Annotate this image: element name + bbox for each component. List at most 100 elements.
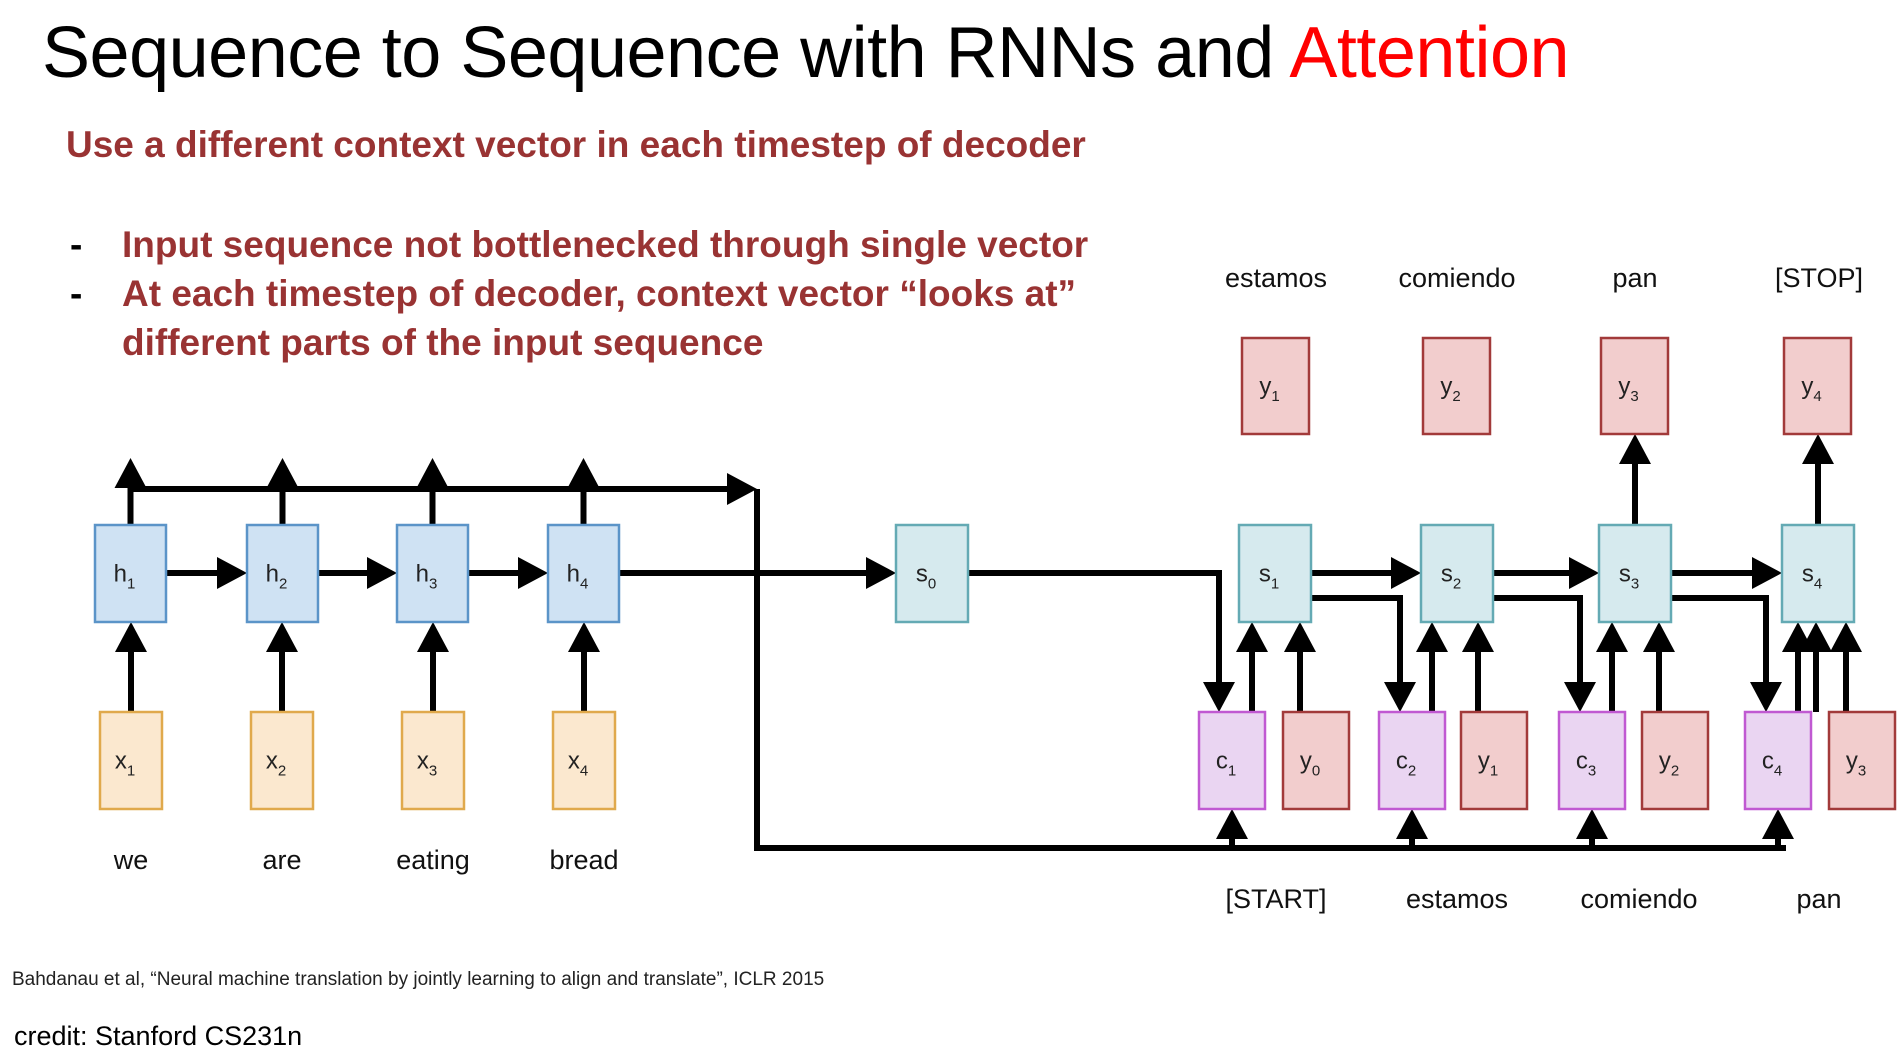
context-vector-1-label: c1 [1216,748,1236,780]
bullet-item: different parts of the input sequence [70,318,1088,367]
encoder-word: bread [549,845,618,875]
h4-to-s0-arrow-arrowhead [866,557,896,589]
bus-to-c-arrow-arrowhead [1396,809,1428,839]
encoder-states-bus-arrowhead [727,473,757,505]
encoder-hidden-1: h1 [93,523,168,624]
decoder-output-4: y4 [1782,336,1853,436]
decoder-state-1: s1 [1237,523,1313,624]
encoder-hidden-3-box [395,523,470,624]
decoder-state-3-label: s3 [1619,561,1639,593]
encoder-hidden-3-label: h3 [416,561,438,593]
context-vector-3-box [1557,710,1627,811]
s-to-c-arrow-arrowhead [1564,682,1596,712]
edges [114,434,1862,851]
decoder-input-1-label: y1 [1478,748,1498,780]
decoder-state-2-label: s2 [1441,561,1461,593]
h-recurrence-arrow-arrowhead [367,557,397,589]
x-to-h-arrow-arrowhead [115,622,147,652]
decoder-output-3: y3 [1599,336,1670,436]
decoder-input-word: estamos [1406,884,1508,914]
context-vector-2: c2 [1377,710,1447,811]
decoder-input-0-label: y0 [1300,748,1320,780]
h-to-bus-arrow-arrowhead [114,458,147,488]
title-main: Sequence to Sequence with RNNs and [42,13,1290,93]
yprev-to-s-arrow-arrowhead [1462,622,1494,652]
input-1: x1 [98,710,164,811]
context-bus [754,489,1786,851]
encoder-word: are [262,845,301,875]
c-to-s-arrow-arrowhead [1416,622,1448,652]
decoder-input-0: y0 [1281,710,1351,811]
decoder-input-1-box [1459,710,1529,811]
context-vector-2-label: c2 [1396,748,1416,780]
input-1-box [98,710,164,811]
bullet-text: Input sequence not bottlenecked through … [122,224,1089,265]
bus-to-c-arrow-arrowhead [1576,809,1608,839]
decoder-input-word: pan [1796,884,1841,914]
decoder-input-0-box [1281,710,1351,811]
context-vector-4-box [1743,710,1813,811]
x-to-h-arrow-arrowhead [266,622,298,652]
decoder-input-3: y3 [1827,710,1897,811]
encoder-hidden-4-box [546,523,621,624]
s-to-y-arrow-arrowhead [1802,434,1834,464]
s0-to-c1-arrow [968,570,1222,684]
bullet-item: -At each timestep of decoder, context ve… [70,269,1088,318]
initial-decoder-state: s0 [894,523,970,624]
decoder-state-4-label: s4 [1802,561,1822,593]
extra-to-s4-arrow-arrowhead [1800,622,1832,652]
s-recurrence-arrow-arrowhead [1391,557,1421,589]
encoder-hidden-3: h3 [395,523,470,624]
encoder-hidden-2-label: h2 [266,561,288,593]
h-to-bus-arrow-arrowhead [416,458,449,488]
credit-text: credit: Stanford CS231n [14,1021,303,1051]
encoder-word: we [113,845,149,875]
input-4: x4 [551,710,617,811]
encoder-hidden-4-label: h4 [567,561,589,593]
context-vector-2-box [1377,710,1447,811]
decoder-state-3: s3 [1597,523,1673,624]
s-to-c-arrow-arrowhead [1750,682,1782,712]
output-word: estamos [1225,263,1327,293]
slide-subtitle: Use a different context vector in each t… [66,124,1086,165]
decoder-state-2: s2 [1419,523,1495,624]
s-to-c-arrow [1671,595,1769,684]
s-recurrence-arrow-arrowhead [1569,557,1599,589]
initial-decoder-state-box [894,523,970,624]
c-to-s-arrow-arrowhead [1596,622,1628,652]
encoder-hidden-1-box [93,523,168,624]
decoder-output-2-label: y2 [1440,373,1460,405]
decoder-input-2: y2 [1640,710,1710,811]
nodes: h1 h2 h3 h4 x1 x2 x3 x4 s0 s1 s2 s3 s4 y1 y2 y3 y4 c1 c2 c3… [93,336,1897,811]
input-3: x3 [400,710,466,811]
bus-to-c-arrow-arrowhead [1762,809,1794,839]
bullet-text: different parts of the input sequence [122,322,764,363]
decoder-output-1-label: y1 [1259,373,1279,405]
encoder-hidden-1-label: h1 [114,561,136,593]
decoder-output-1: y1 [1240,336,1311,436]
decoder-state-4: s4 [1780,523,1856,624]
input-4-label: x4 [568,748,588,780]
context-vector-3: c3 [1557,710,1627,811]
context-vector-3-label: c3 [1576,748,1596,780]
s-to-c-arrow-arrowhead [1384,682,1416,712]
output-word: [STOP] [1775,263,1863,293]
decoder-output-3-box [1599,336,1670,436]
encoder-hidden-2-box [245,523,320,624]
context-vector-1: c1 [1197,710,1267,811]
decoder-input-3-box [1827,710,1897,811]
s-to-y-arrow-arrowhead [1619,434,1651,464]
input-2: x2 [249,710,315,811]
decoder-input-2-label: y2 [1659,748,1679,780]
input-2-label: x2 [266,748,286,780]
x-to-h-arrow-arrowhead [568,622,600,652]
decoder-output-2-box [1421,336,1492,436]
context-vector-1-box [1197,710,1267,811]
input-2-box [249,710,315,811]
bullet-dash: - [70,224,83,265]
encoder-hidden-4: h4 [546,523,621,624]
decoder-input-3-label: y3 [1846,748,1866,780]
title-accent: Attention [1289,13,1570,93]
